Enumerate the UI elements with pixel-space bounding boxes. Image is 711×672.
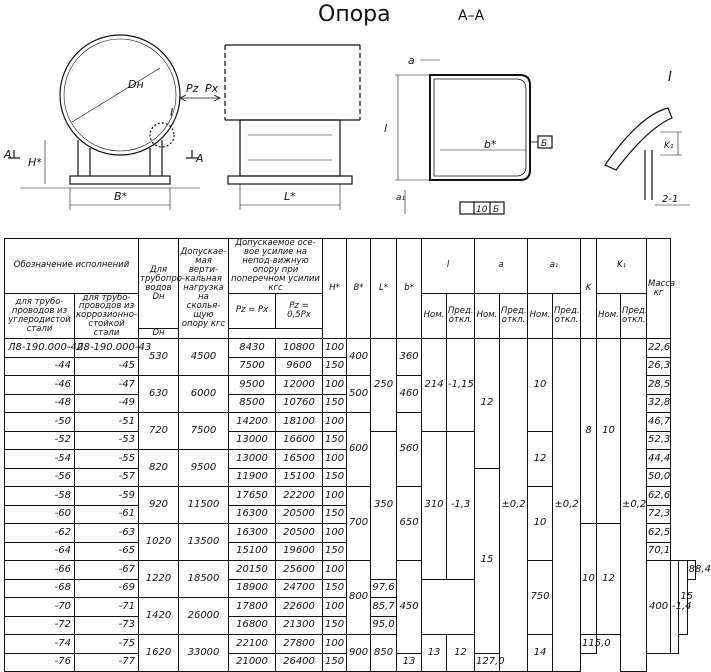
hdr-k: K: [580, 237, 598, 340]
hdr-designation: Обозначение исполнений: [4, 238, 139, 294]
hdr-bs: b*: [396, 237, 423, 340]
hdr-lsmall: l: [421, 238, 476, 294]
table-row: -48 -49 8500 10760 150 32,8: [4, 393, 696, 414]
drawing-title: Опора: [318, 2, 391, 27]
table-row: -72 -73 16800 21300 150 95,0: [4, 615, 696, 636]
table-row: -58 -59 920 11500 17650 22200 100 700 65…: [4, 486, 696, 562]
tol-ref-label: Б: [493, 205, 499, 215]
hdr-b: B*: [346, 237, 372, 340]
hdr-a1: a₁: [527, 238, 582, 294]
hdr-a-nom: Ном.: [474, 292, 501, 340]
table-body: Л8-190.000-42 Л8-190.000-43 530 4500 843…: [4, 338, 711, 672]
a-label: a: [408, 54, 415, 67]
a1-label: a₁: [396, 193, 406, 203]
technical-drawing: Dн Pz Px H* B* L* I А А a l b* Б 10 Б a₁…: [3, 34, 690, 215]
dn-label: Dн: [128, 78, 144, 91]
section-mark: I: [170, 106, 173, 119]
hdr-l-pred: Пред. откл.: [446, 292, 476, 340]
hdr-pz1: Pz = Px: [228, 292, 276, 330]
title-bar: Опора А–А I: [0, 2, 700, 85]
table-row: -74 -75 1620 33000 22100 27800 100 900 8…: [4, 634, 696, 672]
b-small-label: b*: [484, 138, 497, 151]
hdr-a-pred: Пред. откл.: [499, 292, 529, 340]
table-row: -64 -65 15100 19600 150 70,1: [4, 541, 696, 562]
hdr-steel1: для трубо-проводов из углеродистой стали: [4, 292, 75, 340]
arrow-left-label: А: [3, 148, 12, 161]
table-row: -76 -77 21000 26400 150 13 127,0: [4, 652, 696, 672]
table-row: -66 -67 1220 18500 20150 25600 100 800 4…: [4, 560, 711, 654]
k1-label: K₁: [664, 141, 674, 151]
hdr-l-nom: Ном.: [421, 292, 448, 340]
hdr-l: L*: [370, 237, 398, 340]
table-row: Л8-190.000-42 Л8-190.000-43 530 4500 843…: [4, 338, 696, 672]
hdr-a: a: [474, 238, 529, 294]
hdr-pz2: Pz = 0,5Px: [274, 292, 324, 330]
hdr-k1: K₁: [596, 238, 648, 294]
hdr-vert: Допускае-мая верти-кальная нагрузка на с…: [178, 237, 229, 340]
table-row: -56 -57 11900 15100 150 15 50,0: [4, 467, 696, 654]
arrow-right-label: А: [195, 152, 204, 165]
section-label: А–А: [458, 8, 485, 24]
table-row: -46 -47 630 6000 9500 12000 100 500 460 …: [4, 375, 696, 414]
h-label: H*: [28, 156, 42, 169]
specification-table: Обозначение исполнений Для трубопро-водо…: [4, 237, 711, 672]
px-label: Px: [205, 82, 219, 95]
ref-b-label: Б: [541, 139, 547, 149]
hdr-mass: Масса кг: [646, 237, 675, 340]
pipe-circle: [59, 34, 181, 156]
b-label: B*: [114, 190, 128, 203]
hdr-steel2: для трубо-проводов из коррозионно-стойко…: [74, 292, 139, 340]
table-row: -52 -53 13000 16600 150 350 310 -1,3 12 …: [4, 430, 696, 580]
pz-label: Pz: [186, 82, 199, 95]
hdr-dn: Dн: [138, 328, 179, 340]
table-row: -70 -71 1420 26000 17800 22600 100 85,7: [4, 597, 696, 636]
l-label: L*: [284, 190, 296, 203]
hdr-a1-nom: Ном.: [527, 292, 554, 340]
hdr-k1-nom: Ном.: [596, 292, 622, 340]
hdr-spacer: [227, 328, 324, 340]
table-row: -44 -45 7500 9600 150 26,3: [4, 356, 696, 377]
detail-label: I: [668, 70, 672, 85]
hdr-h: H*: [322, 237, 348, 340]
detail-scale: 2-1: [662, 194, 678, 205]
tol-label: 10: [476, 205, 488, 215]
hdr-a1-pred: Пред. откл.: [552, 292, 582, 340]
l-small-label: l: [384, 122, 387, 135]
hdr-k1-pred: Пред. откл.: [620, 292, 648, 340]
hdr-horiz: Допускаемое осе-вое усилие на непод-вижн…: [227, 238, 324, 294]
